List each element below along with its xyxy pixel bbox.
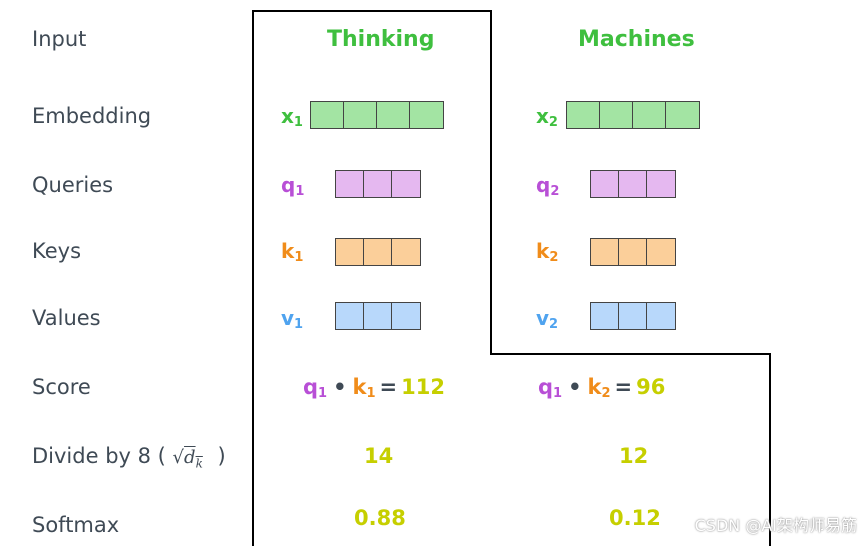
key-k1-vector bbox=[335, 238, 421, 266]
embedding-x1-vector bbox=[310, 101, 444, 129]
divide-prefix: Divide by 8 ( bbox=[32, 444, 166, 468]
score-key-term: k2 bbox=[587, 375, 611, 401]
row-label-input: Input bbox=[32, 27, 87, 51]
row-label-divide: Divide by 8 ( √dk ) bbox=[32, 444, 226, 471]
word-machines: Machines bbox=[578, 27, 695, 52]
value-v2-label: v2 bbox=[536, 306, 559, 332]
value-v1-label: v1 bbox=[281, 306, 304, 332]
query-q2-label: q2 bbox=[536, 173, 560, 199]
score-thinking: q1•k1=112 bbox=[303, 375, 445, 401]
word-thinking: Thinking bbox=[327, 27, 435, 52]
embedding-x1-label: x1 bbox=[281, 104, 303, 130]
row-label-score: Score bbox=[32, 375, 91, 399]
score-machines: q1•k2=96 bbox=[538, 375, 665, 401]
score-key-term: k1 bbox=[352, 375, 376, 401]
dot-product-operator: • bbox=[333, 375, 347, 399]
row-label-queries: Queries bbox=[32, 173, 114, 197]
value-v1-vector bbox=[335, 302, 421, 330]
softmax-value-thinking: 0.88 bbox=[354, 506, 406, 530]
dot-product-operator: • bbox=[568, 375, 582, 399]
divide-suffix: ) bbox=[217, 444, 226, 468]
value-v2-vector bbox=[590, 302, 676, 330]
row-label-values: Values bbox=[32, 306, 101, 330]
score-value-thinking: 112 bbox=[401, 375, 445, 399]
embedding-x2-label: x2 bbox=[536, 104, 558, 130]
score-query-term: q1 bbox=[303, 375, 328, 401]
divided-value-thinking: 14 bbox=[364, 444, 394, 468]
softmax-value-machines: 0.12 bbox=[609, 506, 661, 530]
equals-sign: = bbox=[379, 375, 398, 399]
query-q1-label: q1 bbox=[281, 173, 305, 199]
watermark: CSDN @AI架构师易筋 bbox=[694, 516, 857, 535]
key-k1-label: k1 bbox=[281, 239, 304, 265]
equals-sign: = bbox=[614, 375, 633, 399]
key-k2-vector bbox=[590, 238, 676, 266]
embedding-x2-vector bbox=[566, 101, 700, 129]
divided-value-machines: 12 bbox=[619, 444, 649, 468]
score-query-term: q1 bbox=[538, 375, 563, 401]
sqrt-dk-formula: √dk bbox=[172, 447, 203, 471]
key-k2-label: k2 bbox=[536, 239, 559, 265]
row-label-embedding: Embedding bbox=[32, 104, 152, 128]
row-label-keys: Keys bbox=[32, 239, 82, 263]
row-label-softmax: Softmax bbox=[32, 513, 120, 537]
score-value-machines: 96 bbox=[636, 375, 666, 399]
query-q2-vector bbox=[590, 170, 676, 198]
query-q1-vector bbox=[335, 170, 421, 198]
